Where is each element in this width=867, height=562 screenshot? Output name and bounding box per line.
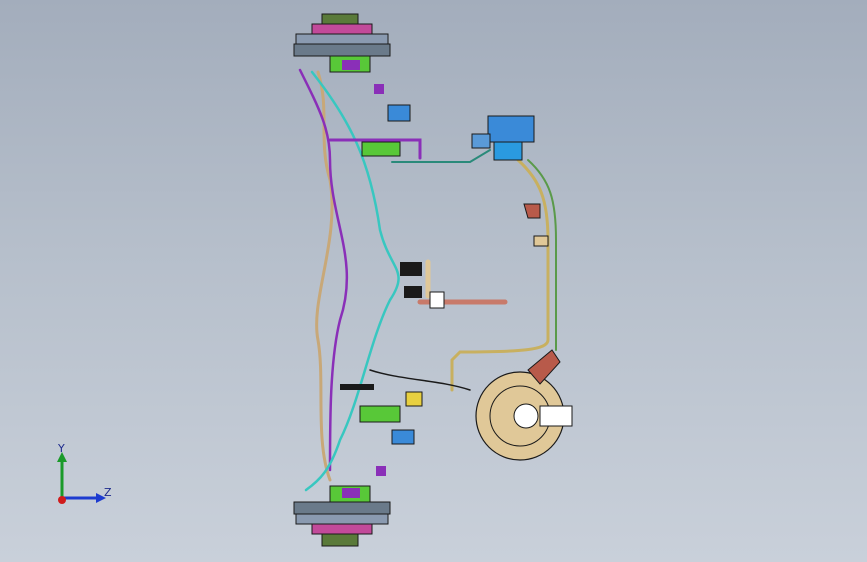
brake-booster[interactable] xyxy=(475,349,573,461)
coordinate-triad: Y Z xyxy=(57,442,112,504)
z-axis-label: Z xyxy=(104,486,112,499)
mid-brackets[interactable] xyxy=(400,203,549,309)
booster-bracket xyxy=(527,349,561,385)
upper-bracket-cluster[interactable] xyxy=(361,84,411,157)
brake-lines[interactable] xyxy=(298,68,557,492)
abs-module-body xyxy=(487,115,535,143)
abs-module-base xyxy=(493,141,523,161)
cyan-brake-line[interactable] xyxy=(304,70,400,492)
purple-brake-line[interactable] xyxy=(298,68,349,472)
bottom-brake-disc xyxy=(293,501,391,515)
lower-purple-fitting xyxy=(376,466,386,476)
valve-body-bottom xyxy=(404,286,422,298)
top-caliper-piston xyxy=(342,60,360,70)
lower-yellow-fitting xyxy=(405,391,423,407)
y-axis-arrowhead xyxy=(57,452,67,462)
tan-brake-line[interactable] xyxy=(315,70,334,482)
z-axis-arrowhead xyxy=(96,493,106,503)
top-hub-flange xyxy=(311,23,373,35)
top-hub-cap xyxy=(321,13,359,25)
mid-bracket-upper xyxy=(523,203,541,219)
bottom-hub-cap xyxy=(321,533,359,547)
bottom-brake-disc-lower xyxy=(295,513,389,525)
top-brake-disc xyxy=(295,33,389,45)
abs-module-connector xyxy=(471,133,491,149)
y-axis-label: Y xyxy=(57,442,65,455)
parallel-feed-line[interactable] xyxy=(527,159,557,351)
lower-blue-bracket xyxy=(391,429,415,445)
master-cylinder xyxy=(539,405,573,427)
lower-green-bracket xyxy=(359,405,401,423)
valve-body-top xyxy=(400,262,422,276)
abs-module[interactable] xyxy=(471,115,535,161)
top-brake-disc-lower xyxy=(293,43,391,57)
x-axis-dot xyxy=(58,496,66,504)
bottom-caliper-piston xyxy=(342,488,360,498)
bottom-hub-flange xyxy=(311,523,373,535)
main-feed-line[interactable] xyxy=(450,158,550,392)
upper-feed-line[interactable] xyxy=(391,149,491,163)
lower-bracket-cluster[interactable] xyxy=(340,384,423,476)
upper-purple-fitting xyxy=(374,84,384,94)
upper-blue-bracket xyxy=(387,104,411,122)
top-hub-assembly[interactable] xyxy=(293,13,391,73)
bottom-hub-assembly[interactable] xyxy=(293,485,391,547)
valve-white-block xyxy=(429,291,445,309)
lower-connector-strip xyxy=(340,384,374,390)
booster-hub xyxy=(513,403,539,429)
upper-purple-crossline[interactable] xyxy=(328,138,422,160)
mid-clip xyxy=(533,235,549,247)
lower-junction-line[interactable] xyxy=(369,369,471,391)
upper-green-bracket xyxy=(361,141,401,157)
